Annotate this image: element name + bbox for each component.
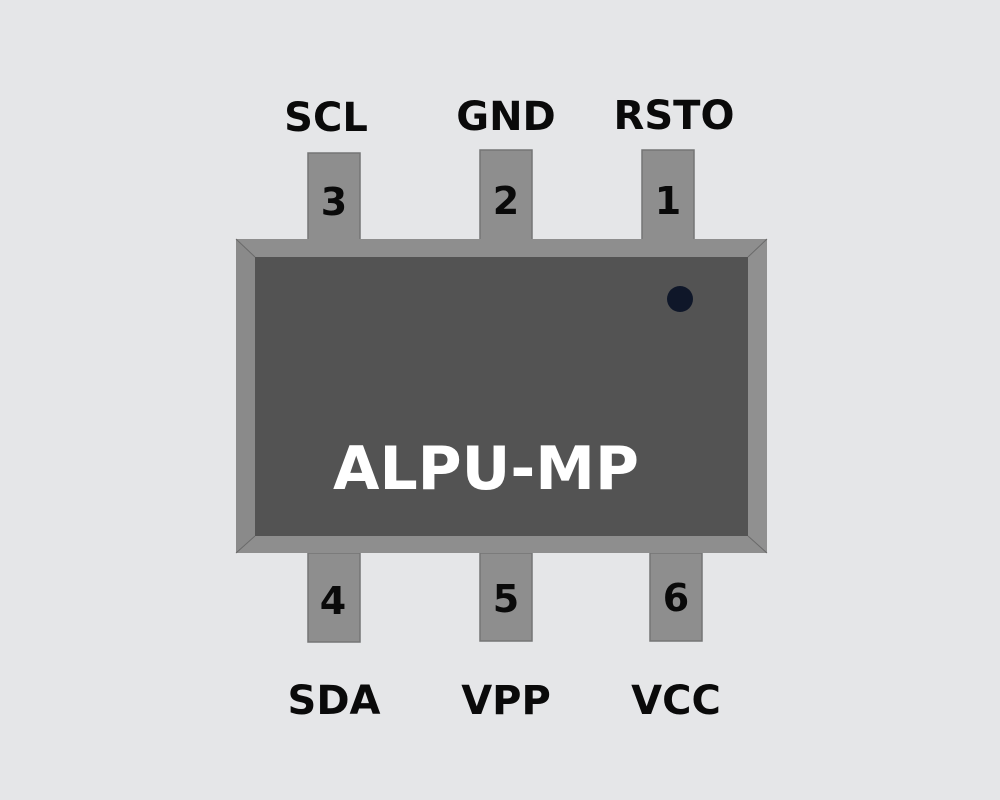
bottom-pins: 4 SDA 5 VPP 6 VCC [288, 552, 721, 724]
pin-3-lead [307, 152, 361, 241]
pin-6-label: VCC [631, 678, 721, 724]
pin-6: 6 VCC [631, 552, 721, 724]
bevel-corner-bl [235, 535, 256, 554]
pin-5-lead [479, 552, 533, 642]
pin-3: 3 SCL [284, 95, 368, 241]
pin-1-number: 1 [655, 179, 681, 223]
pin-1-label: RSTO [614, 93, 735, 139]
chip-name: ALPU-MP [333, 434, 639, 504]
pin-4-number: 4 [320, 579, 346, 623]
pin-5: 5 VPP [461, 552, 551, 724]
chip-bevel-right [748, 239, 767, 553]
pin-5-label: VPP [461, 678, 551, 724]
top-pins: 3 SCL 2 GND 1 RSTO [284, 93, 735, 241]
pin-5-number: 5 [493, 577, 519, 621]
pin-6-lead [649, 552, 703, 642]
pin-1: 1 RSTO [614, 93, 735, 241]
chip-body: ALPU-MP [235, 238, 768, 554]
bevel-corner-tl [235, 238, 256, 258]
pin1-marker-dot [667, 286, 693, 312]
pin-2-label: GND [456, 94, 556, 140]
pin-2-number: 2 [493, 179, 519, 223]
chip-bevel-left [236, 239, 255, 553]
pin-6-number: 6 [663, 576, 689, 620]
pin-3-label: SCL [284, 95, 368, 141]
bevel-corner-tr [747, 238, 768, 258]
pin-1-lead [641, 149, 695, 241]
pin-3-number: 3 [321, 180, 347, 224]
bevel-corner-br [747, 535, 768, 554]
chip-face [255, 257, 748, 536]
pin-4-label: SDA [288, 678, 381, 724]
